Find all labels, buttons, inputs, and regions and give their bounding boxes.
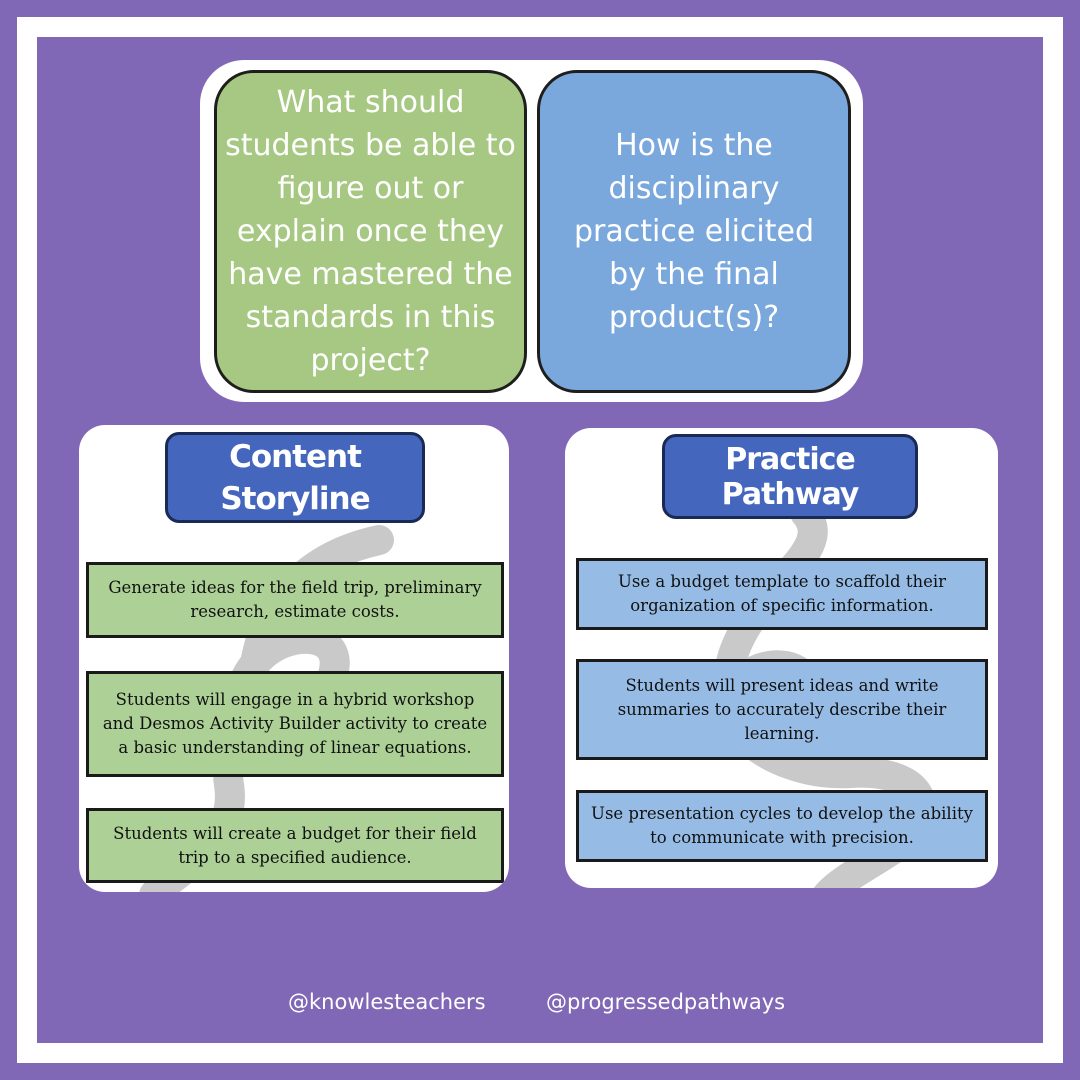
question-what-students-figure-out: What should students be able to figure o…: [214, 70, 527, 393]
pathway-step-2: Students will present ideas and write su…: [576, 659, 988, 760]
footer-handle-progressedpathways: @progressedpathways: [546, 990, 786, 1014]
question-disciplinary-practice: How is the disciplinary practice elicite…: [537, 70, 851, 393]
footer-handle-knowlesteachers: @knowlesteachers: [288, 990, 486, 1014]
storyline-step-1: Generate ideas for the field trip, preli…: [86, 562, 504, 638]
pathway-step-3: Use presentation cycles to develop the a…: [576, 790, 988, 862]
pathway-step-1: Use a budget template to scaffold their …: [576, 558, 988, 630]
practice-pathway-card: Practice Pathway Use a budget template t…: [565, 428, 998, 888]
content-storyline-title: Content Storyline: [165, 432, 425, 523]
content-storyline-card: Content Storyline Generate ideas for the…: [79, 425, 509, 892]
question-left-text: What should students be able to figure o…: [225, 85, 516, 378]
question-right-text: How is the disciplinary practice elicite…: [573, 128, 815, 335]
practice-pathway-title: Practice Pathway: [662, 434, 918, 519]
storyline-step-3: Students will create a budget for their …: [86, 808, 504, 883]
storyline-step-2: Students will engage in a hybrid worksho…: [86, 671, 504, 777]
